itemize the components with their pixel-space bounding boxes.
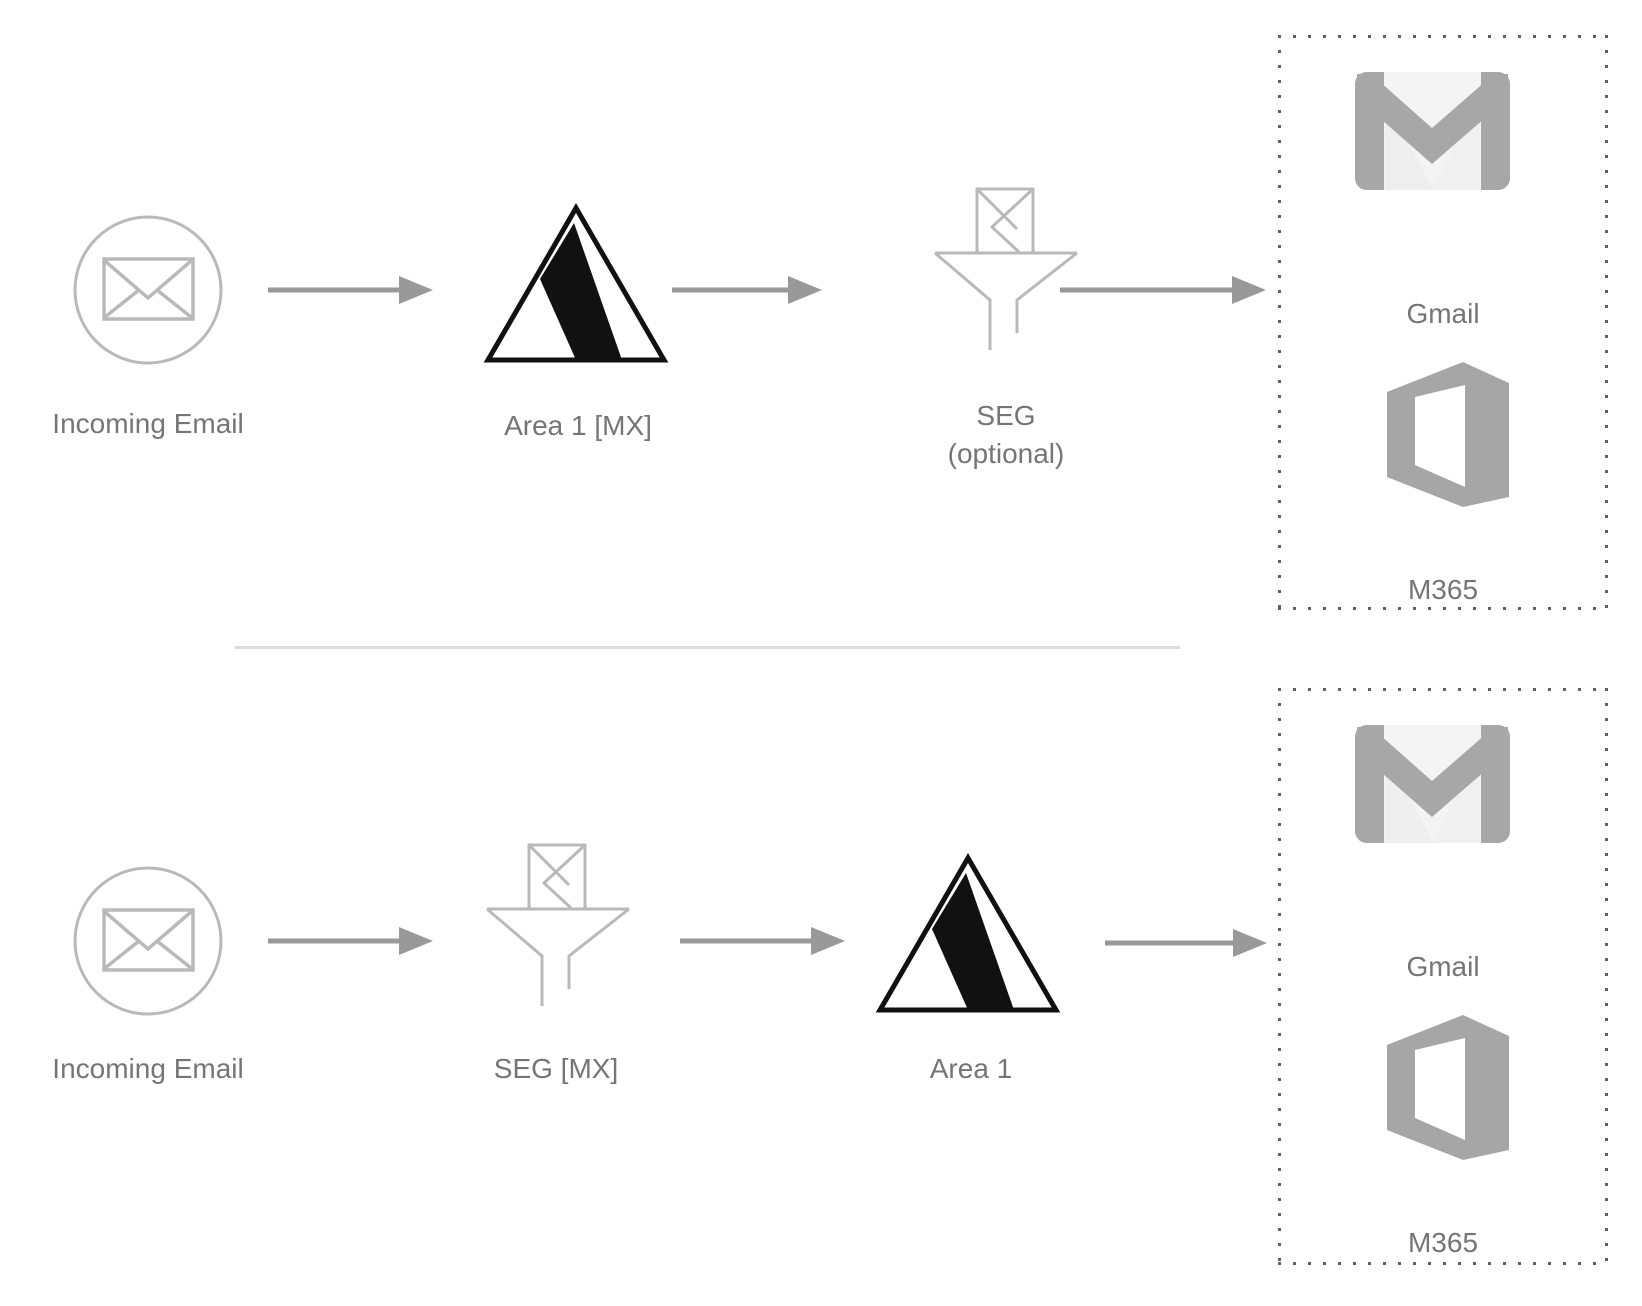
destinations-box: Gmail M365: [1278, 35, 1608, 610]
flow-arrow-icon: [672, 276, 822, 304]
m365-label: M365: [1407, 1227, 1479, 1258]
flow-arrow-icon: [268, 276, 433, 304]
seg-label: SEG: [976, 400, 1036, 431]
m365-logo-icon: [1387, 1015, 1509, 1160]
m365-label: M365: [1407, 574, 1479, 605]
incoming-email-icon: [73, 215, 223, 365]
gmail-label: Gmail: [1406, 298, 1480, 329]
incoming-email-icon: [73, 866, 223, 1016]
area1-label: Area 1: [929, 1053, 1013, 1084]
m365-logo-icon: [1387, 362, 1509, 507]
flow-arrow-icon: [1105, 929, 1267, 957]
destinations-box: Gmail M365: [1278, 688, 1608, 1265]
seg-sublabel: (optional): [947, 438, 1065, 469]
area1-logo-icon: [482, 200, 672, 370]
area1-logo-icon: [874, 850, 1064, 1020]
flow-arrow-icon: [268, 927, 433, 955]
section-divider: [235, 646, 1180, 649]
flow-arrow-icon: [1060, 276, 1266, 304]
gmail-label: Gmail: [1406, 951, 1480, 982]
area1-label: Area 1 [MX]: [504, 410, 652, 441]
gmail-logo-icon: [1355, 72, 1510, 190]
gmail-logo-icon: [1355, 725, 1510, 843]
seg-funnel-icon: [485, 843, 631, 1008]
incoming-email-label: Incoming Email: [52, 408, 244, 439]
seg-mx-label: SEG [MX]: [493, 1053, 619, 1084]
seg-funnel-icon: [933, 187, 1079, 352]
flow-arrow-icon: [680, 927, 845, 955]
incoming-email-label: Incoming Email: [52, 1053, 244, 1084]
